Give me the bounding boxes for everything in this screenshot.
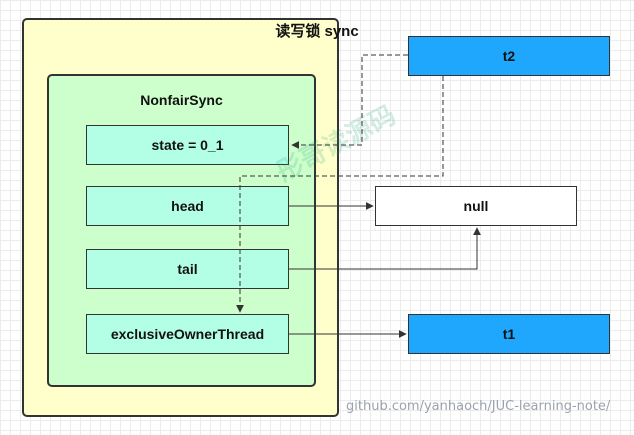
- field-state: state = 0_1: [86, 125, 289, 165]
- arrow-tail-to-null: [289, 227, 481, 270]
- arrow-t2-to-owner: [236, 76, 444, 313]
- sync-title: 读写锁 sync: [275, 23, 359, 40]
- thread-t1-node: t1: [408, 314, 610, 354]
- field-head: head: [86, 186, 289, 226]
- field-exclusive-owner-thread: exclusiveOwnerThread: [86, 314, 289, 354]
- field-tail: tail: [86, 249, 289, 289]
- arrow-t2-to-state: [291, 54, 408, 149]
- watermark-url: github.com/yanhaoch/JUC-learning-note/: [346, 399, 611, 414]
- thread-t2-node: t2: [408, 36, 610, 76]
- nonfairsync-title: NonfairSync: [140, 92, 223, 108]
- null-node: null: [375, 186, 577, 226]
